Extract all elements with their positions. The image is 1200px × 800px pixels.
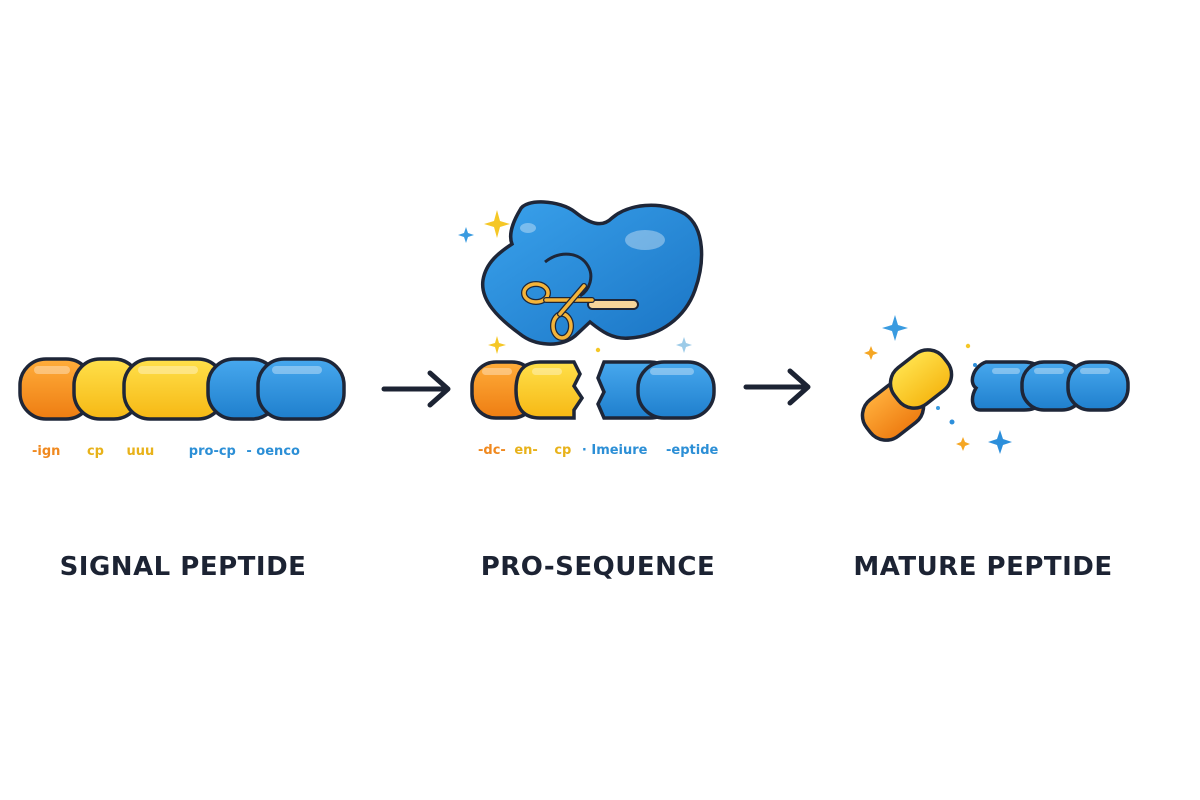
precursor-chain-highlights bbox=[34, 366, 322, 374]
segment-label: -eptide bbox=[666, 443, 718, 458]
mature-segment-blue-2 bbox=[636, 360, 716, 420]
segment-label: -dc- bbox=[478, 443, 506, 458]
cleaved-chain bbox=[470, 360, 716, 420]
stage2-segment-labels: -dc- en- cp · Imeiure -eptide bbox=[478, 443, 719, 458]
segment-label: -ign bbox=[32, 444, 60, 459]
mature-segment-blue-2 bbox=[256, 357, 346, 421]
arrow-right-icon bbox=[743, 368, 811, 406]
segment-label: uuu bbox=[127, 444, 155, 459]
segment-label: cp bbox=[554, 443, 571, 458]
mature-peptide-chain bbox=[970, 360, 1130, 412]
cleaved-chain-highlights bbox=[482, 368, 694, 375]
stage-caption-signal-peptide: SIGNAL PEPTIDE bbox=[59, 552, 307, 582]
released-pro-fragment bbox=[860, 348, 954, 442]
protease-enzyme-icon bbox=[481, 200, 704, 346]
mature-chain-highlights bbox=[992, 368, 1110, 374]
mature-segment-blue-3 bbox=[1066, 360, 1130, 412]
pro-segment-yellow bbox=[888, 348, 954, 410]
segment-label: · Imeiure bbox=[582, 443, 648, 458]
segment-label: - oenco bbox=[246, 444, 300, 459]
sparkle-icon bbox=[458, 210, 1012, 454]
stage-caption-mature-peptide: MATURE PEPTIDE bbox=[853, 552, 1113, 582]
pro-segment-yellow-cut bbox=[514, 360, 585, 420]
segment-label: en- bbox=[514, 443, 537, 458]
scissors-icon bbox=[521, 281, 595, 341]
segment-label: pro-cp bbox=[189, 444, 236, 459]
precursor-chain bbox=[18, 357, 346, 421]
stage1-segment-labels: -ign cp uuu pro-cp - oenco bbox=[32, 444, 300, 459]
arrow-right-icon bbox=[381, 370, 451, 408]
stage-caption-pro-sequence: PRO-SEQUENCE bbox=[480, 552, 716, 582]
segment-label: cp bbox=[87, 444, 104, 459]
